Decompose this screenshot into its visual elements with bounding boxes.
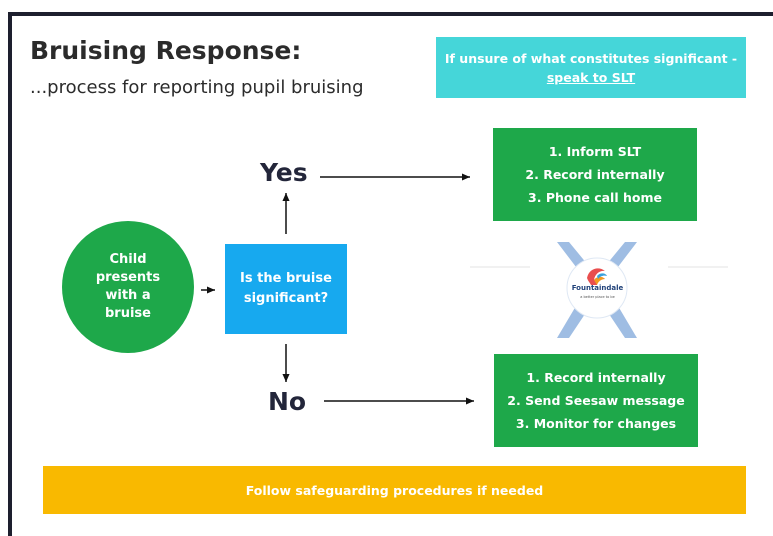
no-branch-label: No [268,387,307,416]
frame-border-left [8,12,12,536]
no-actions-box: 1. Record internally 2. Send Seesaw mess… [494,354,698,447]
logo-watermark-line-right [668,266,728,268]
school-logo: Fountaindale a better place to be [545,238,650,342]
page-title: Bruising Response: [30,36,302,65]
start-node-child-presents: Child presents with a bruise [62,221,194,353]
logo-watermark-line-left [470,266,530,268]
safeguarding-footer-text: Follow safeguarding procedures if needed [245,482,544,498]
start-node-label: Child presents with a bruise [95,252,161,321]
logo-x-emblem-icon [557,242,637,338]
no-action-item: 3. Monitor for changes [515,416,677,431]
logo-tagline: a better place to be [580,295,615,299]
frame-border-top [8,12,773,16]
yes-action-item: 1. Inform SLT [548,144,642,159]
page-subtitle: ...process for reporting pupil bruising [30,77,364,98]
no-action-item: 2. Send Seesaw message [507,393,685,408]
yes-action-item: 2. Record internally [525,167,665,182]
no-action-item: 1. Record internally [526,370,666,385]
safeguarding-footer-bar: Follow safeguarding procedures if needed [43,466,746,514]
slt-note-text: If unsure of what constitutes significan… [444,50,738,66]
yes-actions-box: 1. Inform SLT 2. Record internally 3. Ph… [493,128,697,221]
logo-name: Fountaindale [571,284,624,292]
decision-node-label: Is the bruise significant? [240,271,332,306]
decision-node: Is the bruise significant? [225,244,347,334]
yes-branch-label: Yes [260,158,308,187]
yes-action-item: 3. Phone call home [528,190,662,205]
speak-to-slt-link[interactable]: speak to SLT [546,69,636,85]
slt-note-box: If unsure of what constitutes significan… [436,37,746,98]
